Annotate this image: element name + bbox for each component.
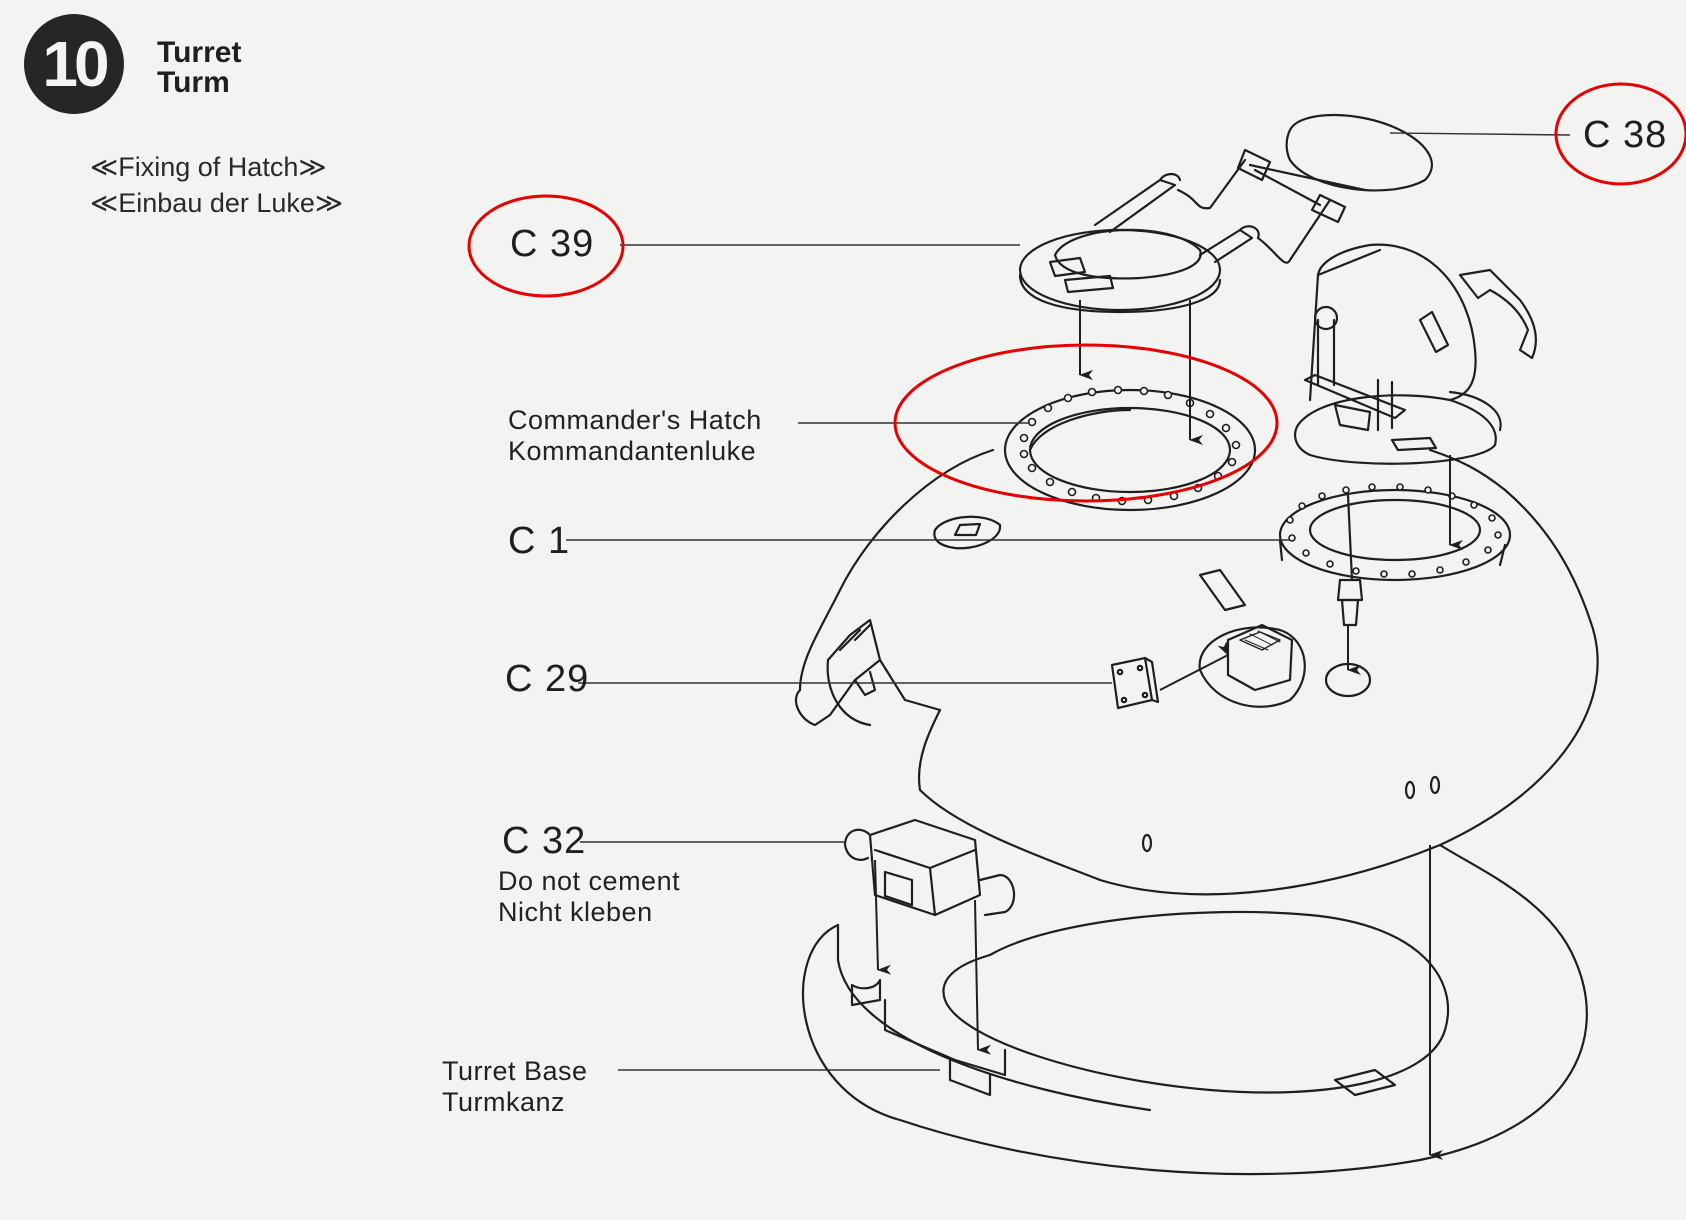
label-c32-note-de: Nicht kleben <box>498 897 653 927</box>
rotation-arrow <box>1458 268 1537 360</box>
step-title-de: Turm <box>157 66 230 99</box>
antenna-mount <box>1324 493 1372 698</box>
step-number-badge: 10 <box>24 14 124 114</box>
turret-base <box>801 843 1588 1176</box>
leader-lines <box>566 132 1571 1071</box>
highlight-c39 <box>467 194 625 298</box>
step-subtitle-de: ≪Einbau der Luke≫ <box>90 188 344 218</box>
part-c38 <box>1236 113 1433 224</box>
label-c32-note-en: Do not cement <box>498 866 681 896</box>
label-c1: C 1 <box>508 520 571 562</box>
highlight-c38 <box>1554 82 1686 186</box>
turret-body <box>794 448 1599 896</box>
part-c39 <box>1018 158 1332 314</box>
label-commander-hatch-en: Commander's Hatch <box>508 405 762 435</box>
label-commander-hatch-de: Kommandantenluke <box>508 436 757 466</box>
loader-hatch-open <box>1294 243 1502 465</box>
loader-hatch-ring <box>1278 488 1512 582</box>
periscope-mount <box>1198 623 1306 708</box>
label-c32: C 32 <box>502 820 587 862</box>
highlight-commander-hatch <box>893 343 1279 503</box>
part-c29 <box>1110 656 1160 710</box>
label-turret-base-de: Turmkanz <box>442 1087 566 1117</box>
step-subtitle-en: ≪Fixing of Hatch≫ <box>90 152 327 182</box>
label-c29: C 29 <box>505 658 590 700</box>
label-turret-base-en: Turret Base <box>442 1056 588 1086</box>
step-title-en: Turret <box>157 36 242 69</box>
label-c39: C 39 <box>510 223 595 265</box>
label-c38: C 38 <box>1583 114 1668 156</box>
assembly-arrows <box>874 300 1463 1160</box>
commander-hatch-ring <box>1003 388 1257 512</box>
